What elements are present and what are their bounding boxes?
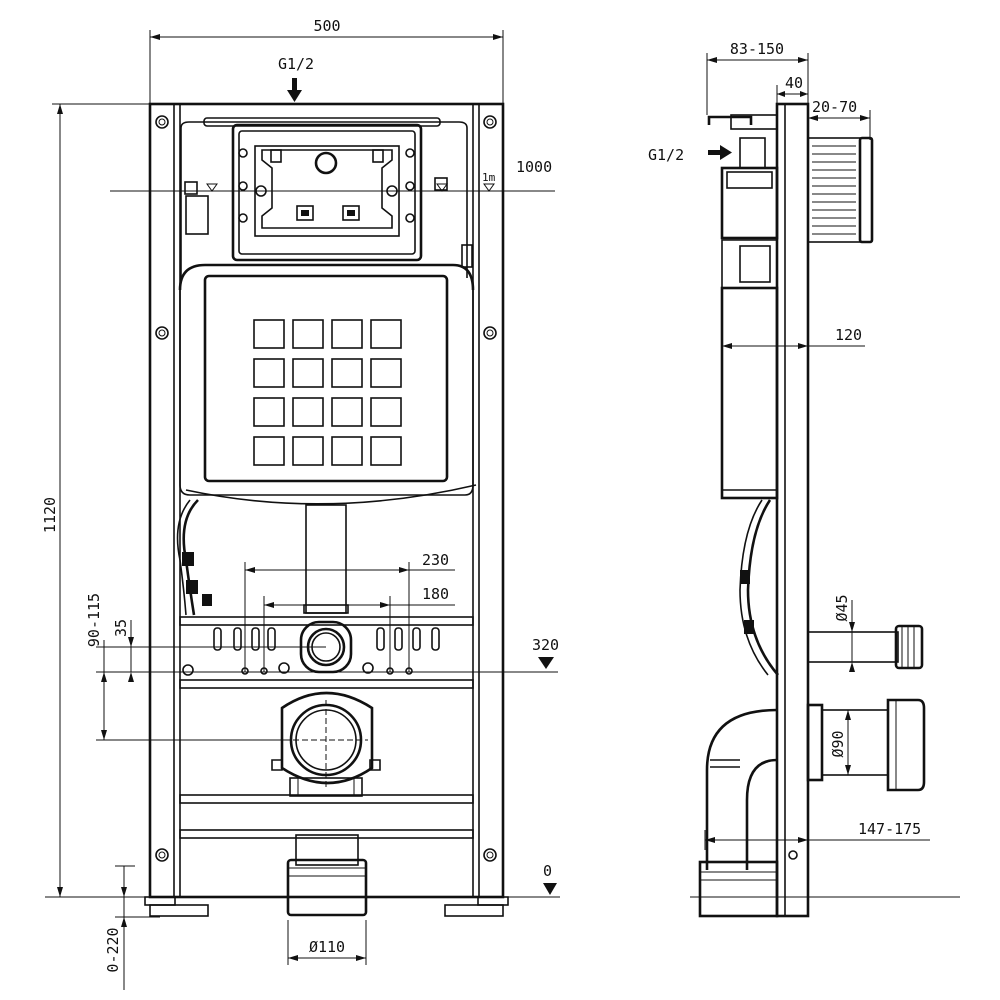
- dim-40-label: 40: [785, 74, 803, 92]
- side-flush-pipe: Ø45: [807, 594, 924, 672]
- drain-pipe: [286, 834, 368, 917]
- dim-90-115: 90-115 35: [85, 593, 370, 741]
- mark-320: 320: [370, 636, 559, 673]
- arrow-right-icon: [708, 145, 732, 160]
- ground-line: 0: [45, 862, 560, 898]
- drain-bend: [271, 691, 381, 797]
- dim-0-220: 0-220: [104, 865, 160, 990]
- dim-147-175: 147-175: [704, 820, 930, 850]
- dim-120-label: 120: [835, 326, 862, 344]
- level-triangle-icon: [483, 183, 495, 192]
- side-inlet-label: G1/2: [648, 146, 684, 164]
- dim-height-1120: 1120: [41, 103, 150, 897]
- side-drain-bend: [698, 708, 779, 918]
- dim-83-150: 83-150: [706, 40, 809, 115]
- side-drain-pipe: Ø90: [806, 698, 926, 792]
- side-cistern: [720, 286, 779, 500]
- height-label: 1120: [41, 497, 59, 533]
- dim-120: 120: [722, 326, 865, 349]
- flush-actuator-frame: [180, 117, 473, 278]
- dim-20-70-label: 20-70: [812, 98, 857, 116]
- flush-pipe: [176, 499, 349, 616]
- pipe-90-label: Ø90: [829, 730, 847, 757]
- side-bolt: [788, 850, 798, 860]
- pipe-45-label: Ø45: [833, 594, 851, 621]
- mounting-slots: [182, 627, 440, 676]
- mark-1000: 1000 1m: [110, 158, 555, 192]
- actuator-ribs: [812, 145, 856, 235]
- dim-180-label: 180: [422, 585, 449, 603]
- dim-90-115-label: 90-115: [85, 593, 103, 647]
- side-frame: [775, 102, 874, 918]
- dim-230-label: 230: [422, 551, 449, 569]
- water-inlet-label: G1/2: [278, 55, 314, 73]
- drain-diameter-label: Ø110: [309, 938, 345, 956]
- cistern: [178, 263, 477, 505]
- dim-0-220-label: 0-220: [104, 927, 122, 972]
- width-label: 500: [313, 17, 340, 35]
- level-triangle-icon: [538, 657, 554, 669]
- level-symbol: 1m: [482, 171, 496, 184]
- side-hose: [739, 499, 779, 676]
- level-triangle-icon: [543, 883, 557, 895]
- mark-1000-label: 1000: [516, 158, 552, 176]
- frame: [144, 102, 509, 917]
- dim-20-70: 20-70: [808, 98, 871, 140]
- mark-320-label: 320: [532, 636, 559, 654]
- dim-drain-110: Ø110: [287, 920, 367, 965]
- arrow-down-icon: [287, 78, 302, 102]
- dim-35-label: 35: [112, 619, 130, 637]
- ground-label: 0: [543, 862, 552, 880]
- front-view: 500 G1/2: [41, 17, 560, 990]
- dim-230-180: 230 180: [244, 551, 455, 672]
- side-valve: [707, 114, 779, 289]
- dim-83-150-label: 83-150: [730, 40, 784, 58]
- dim-width-500: 500: [149, 17, 504, 105]
- dim-40: 40: [776, 74, 808, 110]
- square-pattern: [253, 319, 402, 466]
- side-view: 83-150 40 20-70: [648, 40, 960, 918]
- dim-147-175-label: 147-175: [858, 820, 921, 838]
